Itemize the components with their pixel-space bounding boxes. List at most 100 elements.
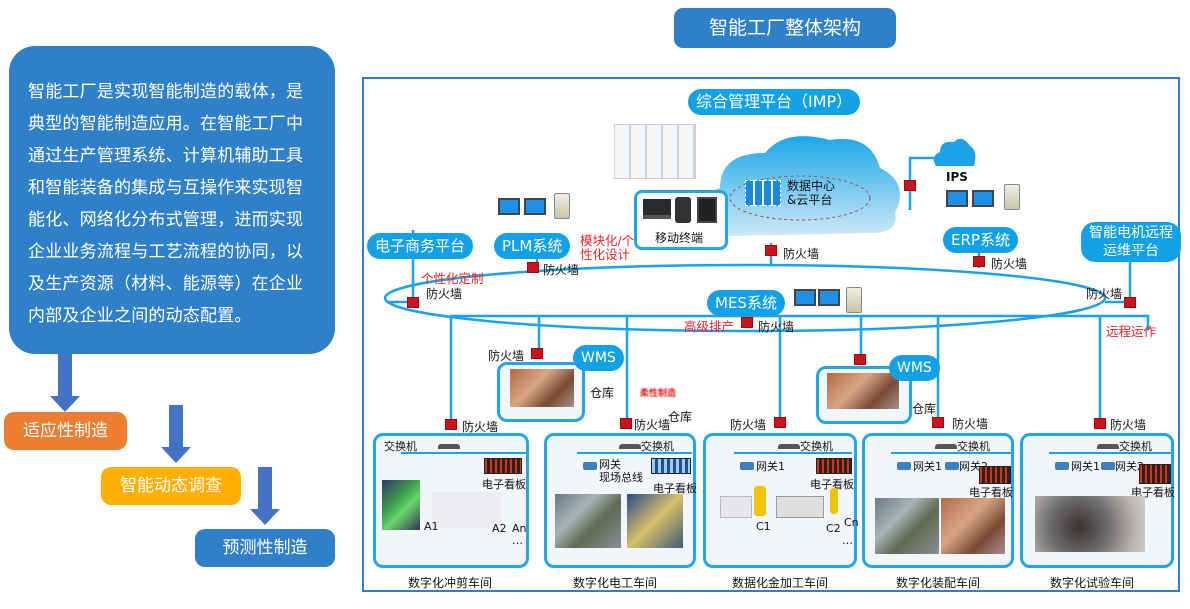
equipment-photo bbox=[627, 494, 683, 548]
firewall-label: 防火墙 bbox=[758, 320, 795, 334]
bus-line bbox=[577, 452, 692, 454]
server-icon bbox=[1004, 184, 1020, 210]
phone-icon bbox=[675, 197, 691, 223]
warehouse-box bbox=[497, 362, 585, 422]
monitor-icon bbox=[946, 190, 968, 207]
firewall-icon bbox=[765, 245, 777, 256]
remote-ops-platform-label: 智能电机远程 运维平台 bbox=[1081, 222, 1181, 262]
e-board-icon bbox=[979, 466, 1011, 484]
warehouse-photo bbox=[827, 373, 899, 409]
firewall-icon bbox=[1124, 297, 1136, 308]
warehouse-box bbox=[816, 366, 912, 424]
monitor-icon bbox=[794, 289, 816, 306]
workshop-machining: 交换机 网关1 电子看板 C1 C2 Cn … bbox=[703, 433, 859, 568]
stage-intelligent-dynamic-survey: 智能动态调查 bbox=[101, 467, 241, 505]
page-title: 智能工厂整体架构 bbox=[674, 8, 896, 48]
wms-label: WMS bbox=[573, 345, 624, 371]
modular-design-label: 模块化/个 性化设计 bbox=[580, 234, 634, 262]
workshop-title: 数字化冲剪车间 bbox=[408, 576, 493, 590]
firewall-label: 防火墙 bbox=[783, 247, 820, 261]
intro-line: 典型的智能制造应用。在智能工厂中 bbox=[28, 114, 304, 134]
warehouse-photo bbox=[510, 369, 574, 407]
advanced-scheduling-label: 高级排产 bbox=[684, 319, 735, 334]
intro-line: 通过生产管理系统、计算机辅助工具 bbox=[28, 146, 304, 166]
unit-label: An bbox=[512, 522, 527, 535]
fieldbus-text: 现场总线 bbox=[599, 471, 643, 484]
robot-arm-icon bbox=[754, 486, 766, 516]
e-board-icon bbox=[651, 458, 691, 474]
down-arrow-icon bbox=[50, 354, 80, 412]
firewall-icon bbox=[774, 417, 786, 428]
ips-cloud-icon bbox=[933, 138, 976, 166]
server-icon bbox=[554, 193, 570, 219]
modular-design-line: 性化设计 bbox=[580, 247, 631, 262]
workshop-testing: 交换机 网关1 网关2 电子看板 bbox=[1020, 433, 1175, 568]
firewall-label: 防火墙 bbox=[488, 349, 525, 363]
imp-platform-label: 综合管理平台（IMP） bbox=[688, 89, 861, 115]
firewall-label: 防火墙 bbox=[730, 418, 767, 432]
monitor-icon bbox=[524, 198, 546, 215]
mes-system-label: MES系统 bbox=[707, 290, 785, 316]
firewall-label: 防火墙 bbox=[991, 257, 1028, 271]
cnc-machine-icon bbox=[720, 496, 752, 518]
ips-label: IPS bbox=[946, 170, 968, 184]
unit-label: Cn bbox=[844, 516, 859, 529]
firewall-icon bbox=[620, 418, 632, 429]
gateway-label: 网关 现场总线 bbox=[599, 458, 643, 484]
firewall-icon bbox=[854, 354, 866, 365]
remote-operation-label: 远程运作 bbox=[1106, 324, 1157, 339]
modular-design-line: 模块化/个 bbox=[580, 233, 635, 248]
firewall-icon bbox=[531, 348, 543, 359]
cloud-label-line: 数据中心 bbox=[787, 179, 836, 193]
wms-label: WMS bbox=[889, 355, 940, 381]
switch-label: 交换机 bbox=[1119, 440, 1152, 453]
stage-adaptive-manufacturing: 适应性制造 bbox=[4, 412, 127, 450]
down-arrow-icon bbox=[161, 405, 191, 463]
e-board-label: 电子看板 bbox=[1131, 486, 1175, 499]
firewall-icon bbox=[1094, 418, 1106, 429]
monitor-icon bbox=[818, 289, 840, 306]
firewall-label: 防火墙 bbox=[1086, 287, 1123, 301]
firewall-icon bbox=[932, 417, 944, 428]
firewall-icon bbox=[973, 256, 985, 267]
ellipsis-label: … bbox=[512, 534, 523, 547]
firewall-label: 防火墙 bbox=[1110, 418, 1147, 432]
dashboard-wall-icon bbox=[614, 124, 696, 179]
workshop-title: 数据化金加工车间 bbox=[732, 576, 829, 590]
assembly-photo bbox=[941, 498, 1005, 554]
gateway-icon bbox=[945, 462, 959, 470]
firewall-icon bbox=[527, 262, 539, 273]
firewall-label: 防火墙 bbox=[426, 287, 463, 301]
data-center-icon bbox=[745, 180, 781, 206]
cloud-label-line: &云平台 bbox=[787, 193, 833, 207]
workshop-title: 数字化装配车间 bbox=[896, 576, 981, 590]
bus-line bbox=[1049, 452, 1171, 454]
e-board-label: 电子看板 bbox=[810, 478, 854, 491]
switch-label: 交换机 bbox=[800, 440, 833, 453]
motor-test-photo bbox=[1035, 496, 1145, 552]
personalized-custom-label: 个性化定制 bbox=[421, 271, 484, 286]
intro-line: 能化、网络化分布式管理，进而实现 bbox=[28, 210, 304, 230]
equipment-image bbox=[382, 480, 420, 530]
gateway-label: 网关1 bbox=[1071, 460, 1100, 473]
mobile-terminal-label: 移动终端 bbox=[655, 231, 704, 245]
gateway-icon bbox=[583, 462, 597, 470]
switch-icon bbox=[1097, 444, 1119, 449]
intro-text-box: 智能工厂是实现智能制造的载体，是 典型的智能制造应用。在智能工厂中 通过生产管理… bbox=[9, 46, 335, 354]
e-board-label: 电子看板 bbox=[482, 478, 526, 491]
down-arrow-icon bbox=[250, 467, 280, 525]
firewall-label: 防火墙 bbox=[634, 418, 671, 432]
remote-platform-line: 智能电机远程 bbox=[1089, 225, 1173, 241]
switch-label: 交换机 bbox=[641, 440, 674, 453]
ecommerce-platform-label: 电子商务平台 bbox=[367, 233, 474, 259]
e-board-label: 电子看板 bbox=[653, 482, 697, 495]
workshop-stamping: 交换机 电子看板 A1 A2 An … bbox=[373, 433, 529, 568]
e-board-icon bbox=[816, 458, 852, 474]
intro-line: 企业业务流程与工艺流程的协同，以 bbox=[28, 242, 304, 262]
bus-line bbox=[891, 452, 1011, 454]
switch-icon bbox=[935, 444, 957, 449]
mes-bus-ellipse bbox=[383, 263, 1107, 333]
switch-label: 交换机 bbox=[957, 440, 990, 453]
cloud-icon bbox=[702, 136, 900, 236]
bus-line bbox=[401, 452, 526, 454]
